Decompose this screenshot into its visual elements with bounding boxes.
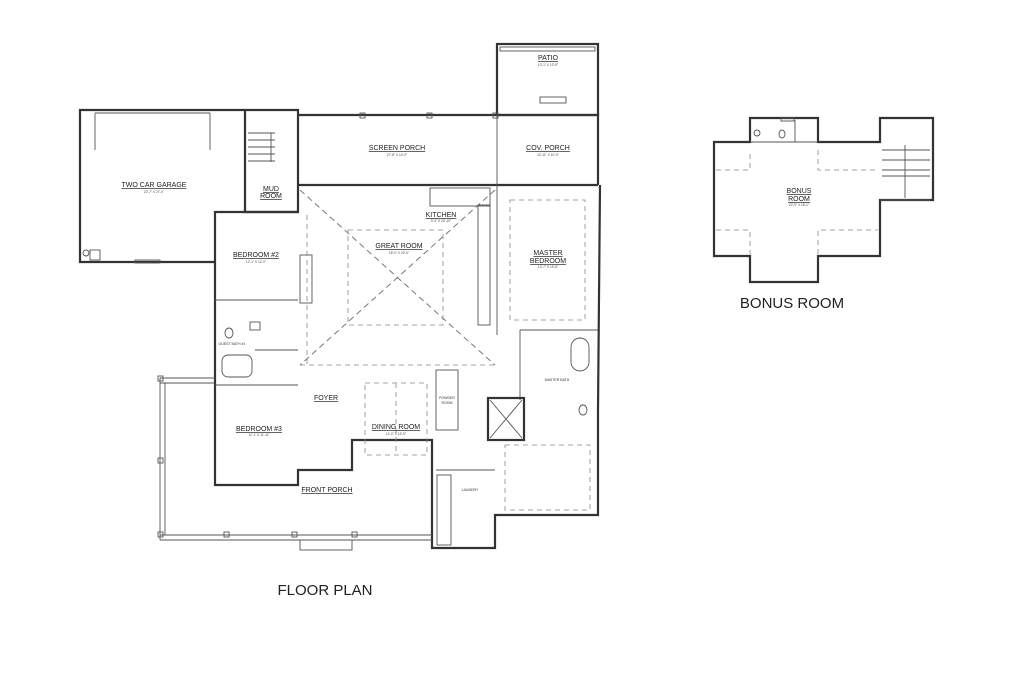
room-label-mud: MUD (263, 186, 279, 193)
room-dim-great-room: 18'-0" X 20'-0" (389, 251, 409, 255)
bonus-walls (712, 116, 935, 284)
bonus-room-title: BONUS ROOM (740, 295, 844, 312)
room-dim-patio: 13'-1" X 13'-9" (538, 63, 558, 67)
room-dim-bedroom-3: 12'-1" X 11'-11" (248, 433, 269, 437)
room-label-laundry: LAUNDRY (462, 488, 479, 492)
room-dim-bonus: 22'-9" X 18'-1" (789, 203, 809, 207)
room-label-guest-bath: GUEST BATH #1 (219, 342, 246, 346)
room-label-master-bath: MASTER BATH (545, 378, 570, 382)
main-floor-plan: PATIO 13'-1" X 13'-9" SCREEN PORCH 27'-8… (78, 42, 602, 599)
room-label-master-2: BEDROOM (530, 258, 566, 265)
room-dim-master: 13'-7" X 19'-8" (538, 265, 558, 269)
shower (486, 396, 526, 442)
bathtub (570, 337, 590, 372)
bonus-room-plan: BONUS ROOM 22'-9" X 18'-1" BONUS ROOM (712, 116, 935, 312)
room-dim-bedroom-2: 12'-1" X 12'-0" (246, 260, 266, 264)
room-label-dining: DINING ROOM (372, 424, 420, 431)
room-label-cov-porch: COV. PORCH (526, 145, 570, 152)
room-dim-screen-porch: 27'-8" X 10'-0" (387, 153, 407, 157)
room-label-bedroom-2: BEDROOM #2 (233, 252, 279, 259)
room-dim-garage: 22'-7" X 27'-0" (144, 190, 164, 194)
room-label-powder: POWDER (439, 396, 455, 400)
room-dim-kitchen: 9'-0" X 20'-10" (431, 219, 451, 223)
room-label-powder-2: ROOM (442, 401, 453, 405)
stairs (248, 132, 275, 162)
room-label-bonus: BONUS (787, 188, 812, 195)
room-label-garage: TWO CAR GARAGE (122, 182, 187, 189)
room-label-bonus-2: ROOM (788, 196, 810, 203)
garage-walls (78, 108, 245, 264)
room-label-foyer: FOYER (314, 395, 338, 402)
room-label-mud-2: ROOM (260, 193, 282, 200)
floor-plan-title: FLOOR PLAN (277, 582, 372, 599)
room-label-master: MASTER (533, 250, 562, 257)
front-porch-pergola (157, 375, 432, 551)
room-dim-dining: 11'-0" X 13'-9" (386, 432, 406, 436)
room-dim-cov-porch: 13'-11" X 10'-0" (537, 153, 559, 157)
room-label-patio: PATIO (538, 55, 559, 62)
room-label-great-room: GREAT ROOM (375, 243, 422, 250)
room-label-screen-porch: SCREEN PORCH (369, 145, 425, 152)
room-label-front-porch: FRONT PORCH (301, 487, 352, 494)
room-label-kitchen: KITCHEN (426, 212, 457, 219)
room-label-bedroom-3: BEDROOM #3 (236, 426, 282, 433)
